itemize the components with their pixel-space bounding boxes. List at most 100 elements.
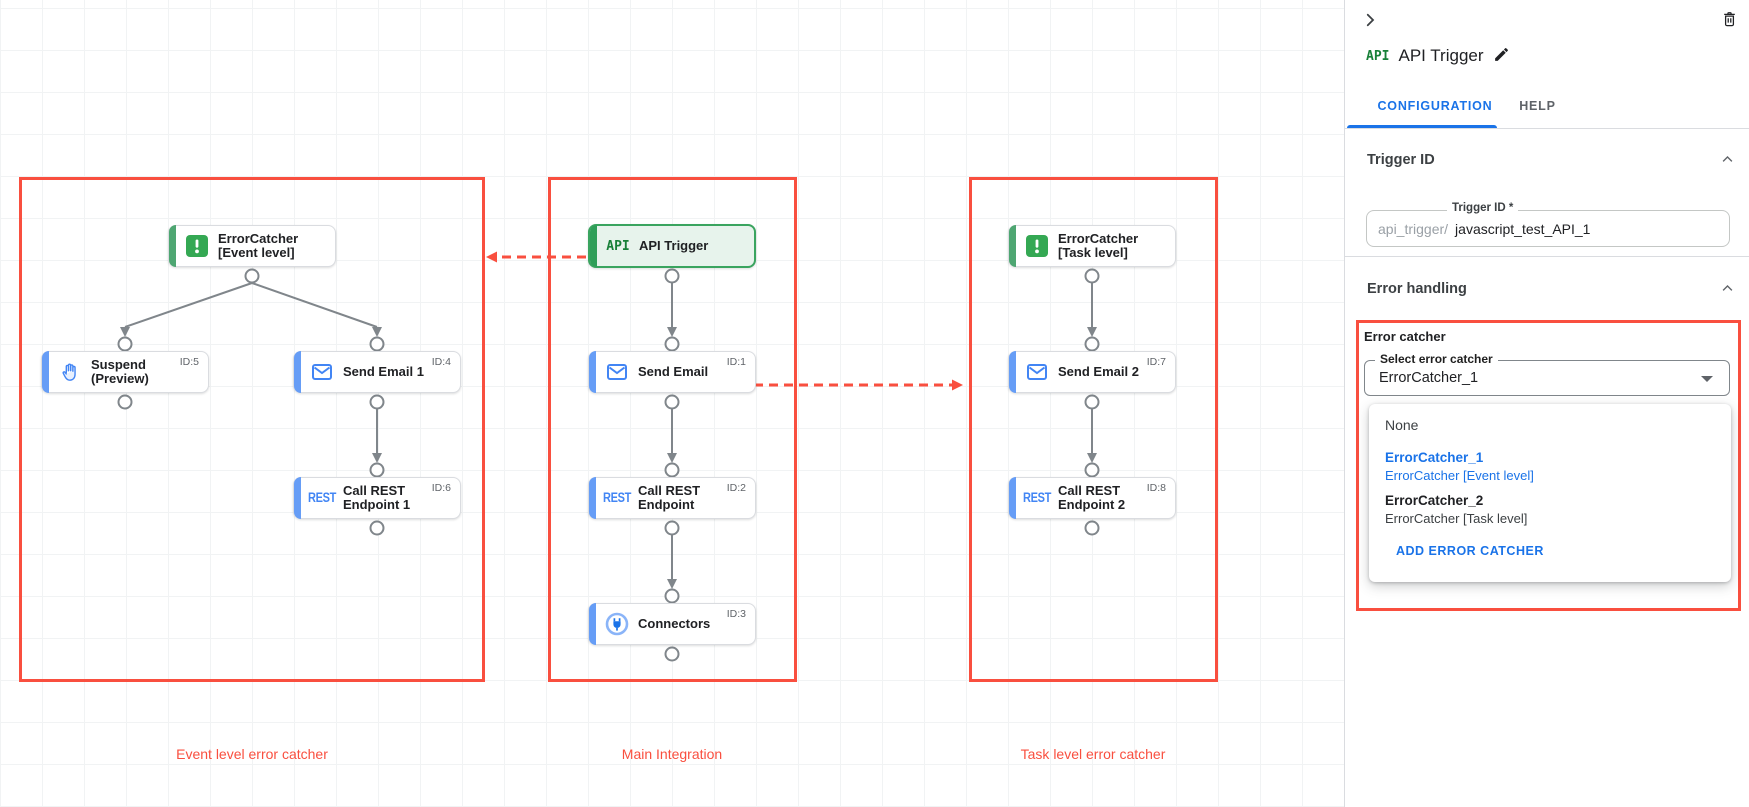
group-caption-task-level: Task level error catcher: [1020, 746, 1166, 762]
error-catcher-highlight-box: [1356, 320, 1741, 611]
node-suspend[interactable]: Suspend(Preview) ID:5: [41, 351, 209, 393]
node-id-badge: ID:5: [179, 356, 199, 368]
node-accent-bar: [294, 477, 301, 519]
panel-title: API Trigger: [1398, 46, 1484, 65]
node-accent-bar: [590, 225, 597, 267]
node-accent-bar: [1009, 225, 1016, 267]
node-label-line2: Endpoint 1: [343, 497, 411, 512]
trigger-id-prefix: api_trigger/: [1378, 220, 1449, 237]
node-id-badge: ID:4: [431, 356, 451, 368]
errorcatcher-icon: [1024, 235, 1050, 257]
node-label: Send Email 2: [1058, 364, 1139, 379]
connectors-icon: [604, 612, 630, 636]
api-trigger-logo-icon: API: [1366, 48, 1390, 64]
group-caption-main-integration: Main Integration: [621, 746, 723, 762]
main-integration-group-box: [548, 177, 797, 682]
config-side-panel: API API Trigger CONFIGURATION HELP Trigg…: [1344, 0, 1749, 807]
divider: [1345, 256, 1749, 257]
email-icon: [604, 364, 630, 380]
trash-icon: [1721, 10, 1738, 31]
menu-option-errorcatcher-1[interactable]: ErrorCatcher_1: [1385, 450, 1484, 465]
node-errorcatcher-task-level[interactable]: ErrorCatcher[Task level]: [1008, 225, 1176, 267]
node-accent-bar: [169, 225, 176, 267]
select-error-catcher-label: Select error catcher: [1375, 352, 1498, 366]
node-accent-bar: [294, 351, 301, 393]
node-id-badge: ID:3: [726, 608, 746, 620]
rest-icon: REST: [602, 490, 632, 506]
node-label-line2: [Event level]: [218, 245, 295, 260]
node-label: ErrorCatcher: [1058, 231, 1139, 246]
node-accent-bar: [589, 603, 596, 645]
dropdown-caret-icon: [1701, 376, 1713, 382]
email-icon: [309, 364, 335, 380]
trigger-id-field-label: Trigger ID *: [1447, 202, 1519, 214]
section-error-handling: Error handling: [1367, 281, 1467, 297]
chevron-up-icon: [1720, 152, 1735, 170]
node-label-line2: (Preview): [91, 371, 149, 386]
event-level-group-box: [19, 177, 485, 682]
node-accent-bar: [42, 351, 49, 393]
collapse-panel-button[interactable]: [1361, 11, 1379, 32]
node-id-badge: ID:8: [1146, 482, 1166, 494]
node-send-email[interactable]: Send Email ID:1: [588, 351, 756, 393]
rest-icon: REST: [1022, 490, 1052, 506]
divider: [1345, 128, 1749, 129]
node-label: Suspend: [91, 357, 146, 372]
node-label-line2: [Task level]: [1058, 245, 1128, 260]
suspend-hand-icon: [57, 362, 83, 383]
group-caption-event-level: Event level error catcher: [176, 746, 328, 762]
section-trigger-id: Trigger ID: [1367, 152, 1435, 168]
collapse-section-button[interactable]: [1720, 281, 1735, 299]
node-label-line2: Endpoint 2: [1058, 497, 1126, 512]
node-accent-bar: [589, 477, 596, 519]
node-label: Send Email: [638, 364, 709, 379]
task-level-group-box: [969, 177, 1218, 682]
menu-option-none[interactable]: None: [1385, 417, 1419, 433]
node-id-badge: ID:7: [1146, 356, 1166, 368]
node-label: API Trigger: [639, 238, 709, 253]
tab-configuration[interactable]: CONFIGURATION: [1345, 84, 1525, 128]
node-id-badge: ID:1: [726, 356, 746, 368]
error-catcher-label: Error catcher: [1364, 329, 1446, 344]
email-icon: [1024, 364, 1050, 380]
node-id-badge: ID:6: [431, 482, 451, 494]
panel-header: API API Trigger: [1366, 46, 1510, 66]
node-accent-bar: [1009, 477, 1016, 519]
node-label: Call REST: [638, 483, 701, 498]
node-label: Send Email 1: [343, 364, 424, 379]
node-label: ErrorCatcher: [218, 231, 299, 246]
chevron-right-icon: [1361, 11, 1379, 32]
add-error-catcher-button[interactable]: ADD ERROR CATCHER: [1390, 543, 1550, 559]
node-errorcatcher-event-level[interactable]: ErrorCatcher[Event level]: [168, 225, 336, 267]
menu-option-errorcatcher-1-subtitle[interactable]: ErrorCatcher [Event level]: [1385, 468, 1534, 483]
workflow-canvas[interactable]: ErrorCatcher[Event level] Suspend(Previe…: [0, 0, 1344, 807]
node-accent-bar: [589, 351, 596, 393]
pencil-icon: [1493, 46, 1510, 66]
error-catcher-dropdown-menu: None ErrorCatcher_1 ErrorCatcher [Event …: [1369, 404, 1731, 582]
delete-trigger-button[interactable]: [1721, 10, 1738, 31]
node-label: Connectors: [638, 616, 711, 631]
menu-option-errorcatcher-2-subtitle[interactable]: ErrorCatcher [Task level]: [1385, 511, 1528, 526]
node-api-trigger[interactable]: API API Trigger: [588, 224, 756, 268]
node-connectors[interactable]: Connectors ID:3: [588, 603, 756, 645]
chevron-up-icon: [1720, 281, 1735, 299]
node-label: Call REST: [1058, 483, 1121, 498]
menu-option-errorcatcher-2[interactable]: ErrorCatcher_2: [1385, 493, 1484, 508]
node-send-email-1[interactable]: Send Email 1 ID:4: [293, 351, 461, 393]
select-error-catcher[interactable]: Select error catcher ErrorCatcher_1: [1364, 352, 1730, 396]
trigger-id-value[interactable]: javascript_test_API_1: [1455, 220, 1591, 237]
node-label-line2: Endpoint: [638, 497, 695, 512]
tab-help[interactable]: HELP: [1495, 84, 1580, 128]
selected-error-catcher-value: ErrorCatcher_1: [1379, 370, 1479, 386]
edit-title-button[interactable]: [1493, 46, 1510, 66]
trigger-id-field[interactable]: Trigger ID * api_trigger/ javascript_tes…: [1366, 202, 1730, 247]
node-send-email-2[interactable]: Send Email 2 ID:7: [1008, 351, 1176, 393]
collapse-section-button[interactable]: [1720, 152, 1735, 170]
node-accent-bar: [1009, 351, 1016, 393]
node-id-badge: ID:2: [726, 482, 746, 494]
rest-icon: REST: [307, 490, 337, 506]
